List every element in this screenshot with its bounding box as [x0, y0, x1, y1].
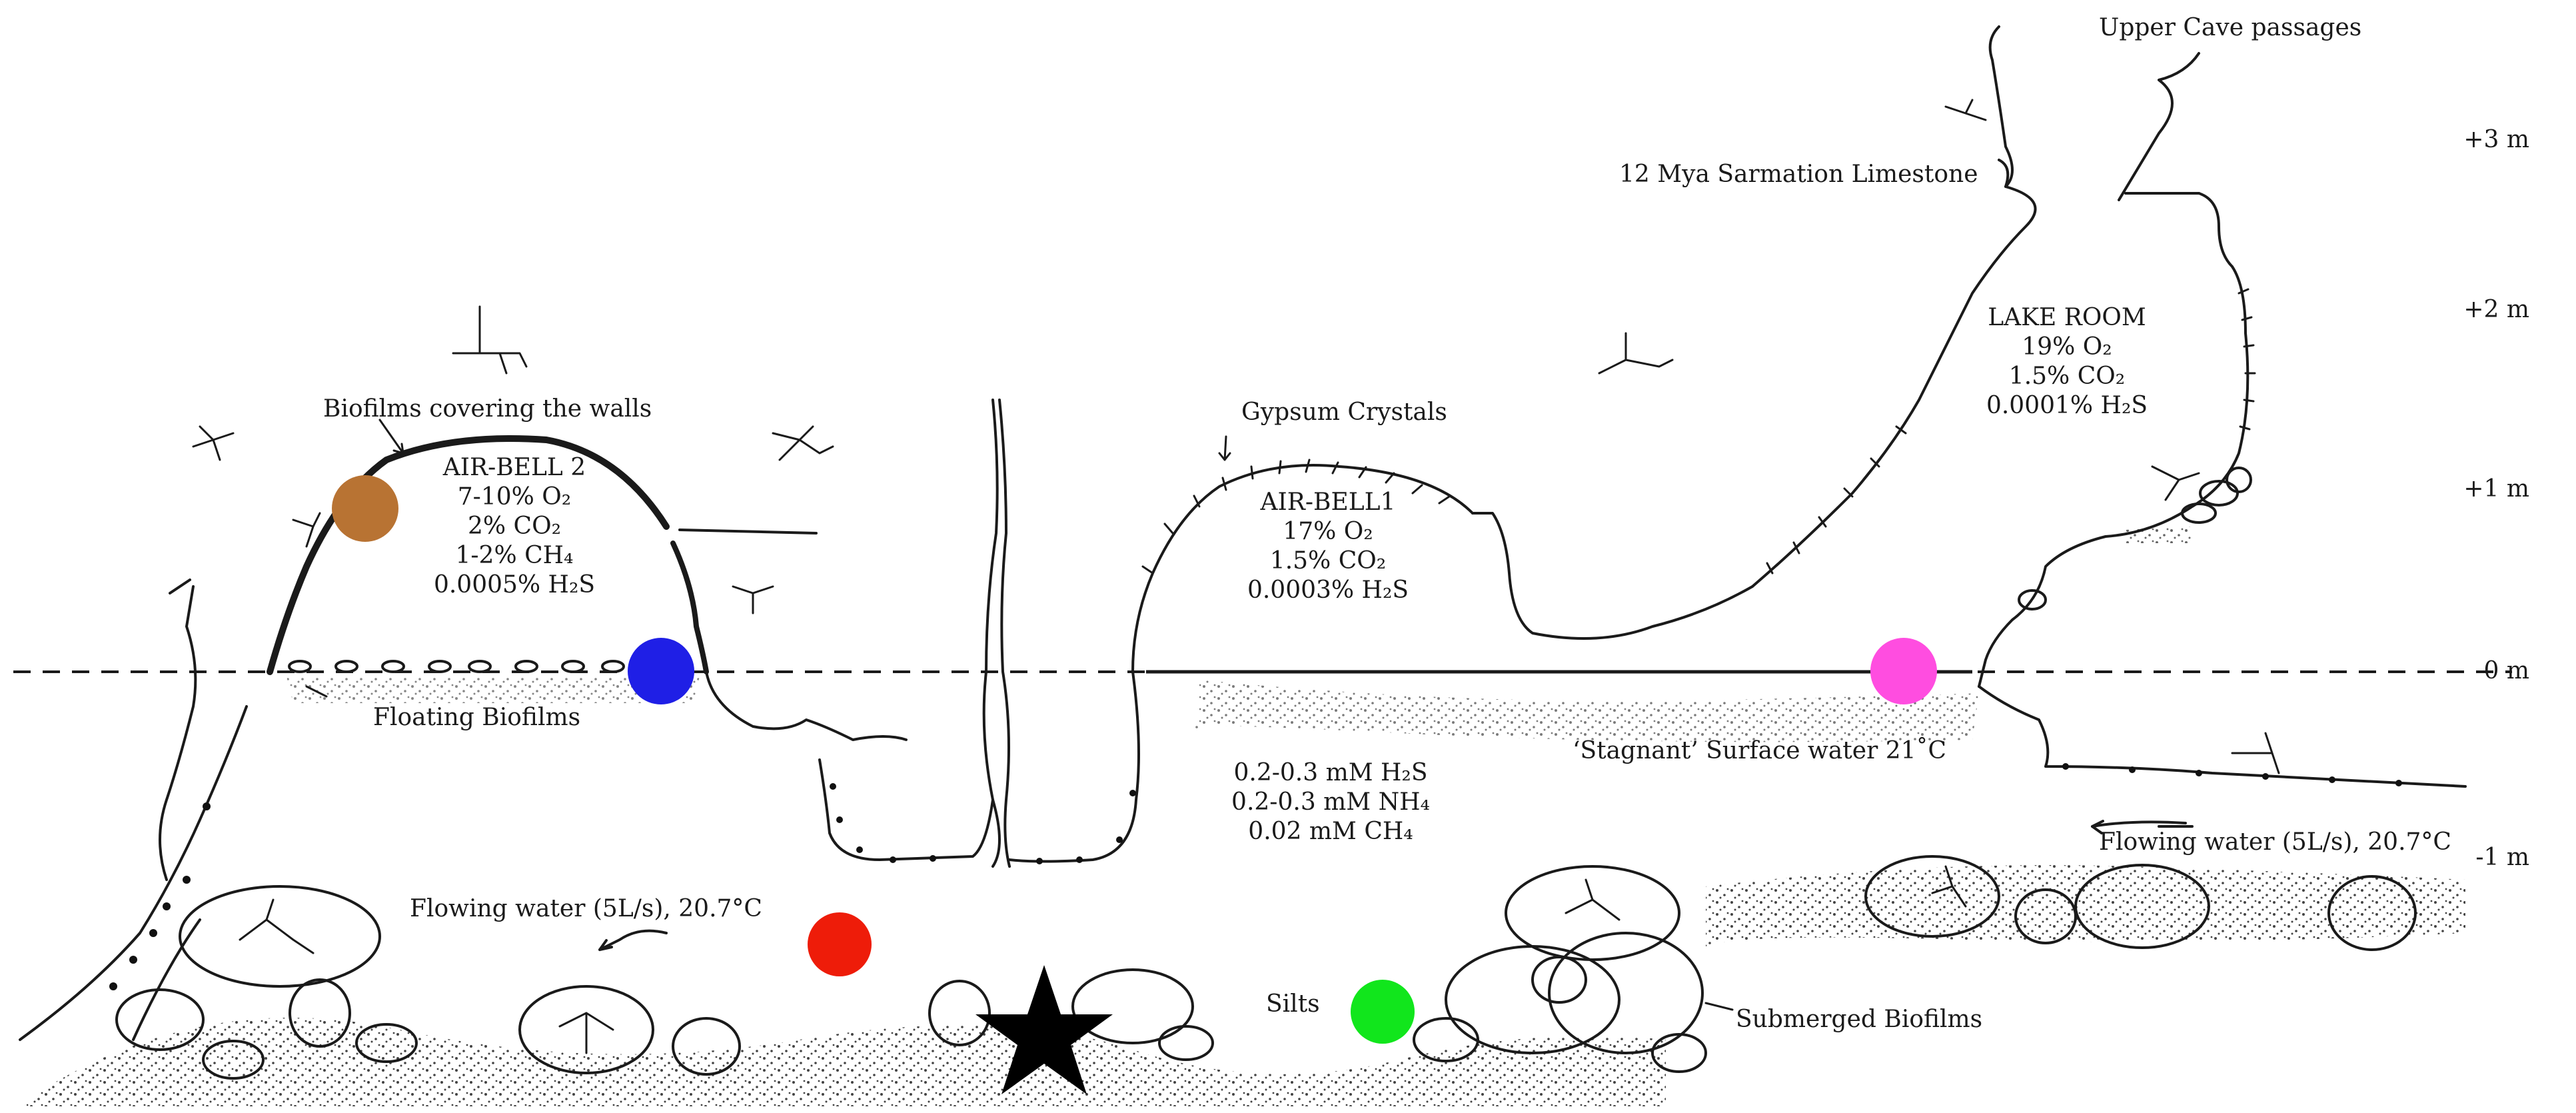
rock-cracks	[239, 865, 1967, 1054]
water-chemistry-block: 0.2-0.3 mM H₂S 0.2-0.3 mM NH₄ 0.02 mM CH…	[1231, 758, 1430, 846]
silts-label: Silts	[1266, 990, 1320, 1018]
air-bell-1-title: AIR-BELL1	[1260, 489, 1396, 516]
lake-room-o2: 19% O₂	[2022, 333, 2112, 361]
cave-walls	[19, 25, 2467, 1041]
lake-room-title: LAKE ROOM	[1988, 304, 2146, 331]
scale-0m: 0 m	[2483, 657, 2529, 684]
biofilms-walls-label: Biofilms covering the walls	[323, 395, 652, 423]
gypsum-label: Gypsum Crystals	[1241, 399, 1447, 426]
floating-biofilms-label: Floating Biofilms	[373, 704, 581, 731]
pointer-arrows	[305, 419, 1734, 1011]
boulders	[115, 467, 2417, 1080]
water-ch4: 0.02 mM CH₄	[1248, 818, 1413, 845]
air-bell-1-block: AIR-BELL1 17% O₂ 1.5% CO₂ 0.0003% H₂S	[1247, 488, 1409, 605]
lake-room-block: LAKE ROOM 19% O₂ 1.5% CO₂ 0.0001% H₂S	[1986, 303, 2148, 421]
air-bell-1-o2: 17% O₂	[1283, 518, 1373, 545]
marker-magenta	[1870, 638, 1937, 704]
limestone-fractures	[192, 99, 2280, 774]
marker-red	[808, 912, 872, 976]
air-bell-2-o2: 7-10% O₂	[457, 483, 572, 511]
air-bell-2-h2s: 0.0005% H₂S	[433, 571, 596, 598]
flowing-water-left-label: Flowing water (5L/s), 20.7°C	[410, 895, 762, 922]
air-bell-1-co2: 1.5% CO₂	[1269, 547, 1387, 574]
gypsum-crystals	[1141, 288, 2256, 574]
air-bell-1-h2s: 0.0003% H₂S	[1247, 576, 1409, 604]
stagnant-water-label: ‘Stagnant’ Surface water 21˚C	[1573, 737, 1947, 764]
water-nh4: 0.2-0.3 mM NH₄	[1231, 788, 1430, 816]
air-bell-2-co2: 2% CO₂	[467, 513, 562, 540]
biofilm-beads	[109, 763, 2402, 990]
submerged-biofilms-label: Submerged Biofilms	[1736, 1006, 1983, 1033]
scale-plus-1m: +1 m	[2463, 475, 2529, 503]
upper-passages-label: Upper Cave passages	[2099, 14, 2362, 41]
marker-brown	[332, 475, 398, 542]
air-bell-2-block: AIR-BELL 2 7-10% O₂ 2% CO₂ 1-2% CH₄ 0.00…	[434, 453, 595, 600]
air-bell-2-ch4: 1-2% CH₄	[455, 542, 574, 569]
marker-blue	[628, 638, 694, 704]
lake-room-co2: 1.5% CO₂	[2008, 363, 2126, 390]
flow-arrows	[598, 820, 2187, 951]
air-bell-2-title: AIR-BELL 2	[442, 454, 586, 481]
limestone-label: 12 Mya Sarmation Limestone	[1619, 161, 1978, 188]
silt-deposits	[27, 527, 2465, 1106]
water-h2s: 0.2-0.3 mM H₂S	[1233, 759, 1428, 786]
scale-plus-3m: +3 m	[2463, 126, 2529, 153]
scale-plus-2m: +2 m	[2463, 296, 2529, 323]
marker-green	[1351, 980, 1415, 1044]
scale-minus-1m: -1 m	[2475, 844, 2529, 871]
marker-star	[975, 965, 1113, 1094]
flowing-water-right-label: Flowing water (5L/s), 20.7°C	[2099, 828, 2451, 856]
lake-room-h2s: 0.0001% H₂S	[1986, 392, 2148, 419]
